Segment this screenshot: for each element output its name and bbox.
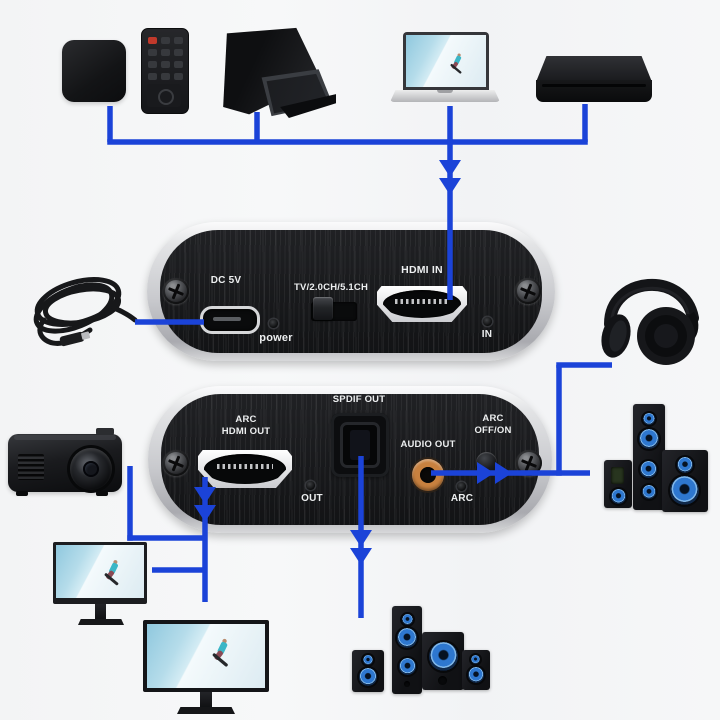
screw-icon [163,278,189,304]
out-led [306,481,315,490]
remote-key-icon [148,61,157,68]
mode-switch-label: TV/2.0CH/5.1CH [293,282,369,293]
projector-lens [70,448,112,490]
monitor-icon [53,542,149,628]
headphones-icon [601,279,699,365]
tv-screen-snow-image [147,624,265,688]
snowboarder-figure [210,637,235,668]
arc-switch-label: ARC OFF/ON [453,413,533,437]
arc-hdmi-out-label-line2: HDMI OUT [221,426,271,437]
speaker-set-bottom-icon [350,602,492,696]
speaker-tower [392,606,422,694]
extractor-front-panel: DC 5V power TV/2.0CH/5.1CH HDMI IN IN [147,222,555,361]
arc-hdmi-out-label: ARC HDMI OUT [194,414,298,438]
audio-out-jack [412,459,444,491]
speaker-set-right-icon [596,398,714,524]
laptop-screen-snow-image [406,35,486,87]
extractor-rear-panel: ARC HDMI OUT SPDIF OUT OUT AUDIO OUT ARC… [148,386,552,533]
arc-led [457,482,466,491]
hdmi-in-port [377,286,467,322]
in-led [483,317,492,326]
in-label: IN [481,329,493,340]
speaker-satellite [352,650,384,692]
screw-icon [516,450,542,476]
remote-key-icon [161,49,170,56]
speaker-bookshelf [662,450,708,512]
arc-label: ARC [450,493,474,504]
out-label: OUT [301,493,323,504]
speaker-tower [633,404,665,510]
arrow-down-icon [439,178,461,195]
arc-hdmi-out-label-line1: ARC [235,414,257,425]
speaker-satellite [462,650,490,690]
usb-c-power-port [200,306,260,334]
remote-key-icon [148,49,157,56]
speaker-satellite [604,460,632,508]
tv-box-icon [62,40,126,102]
remote-key-icon [161,37,170,44]
remote-key-icon [174,61,183,68]
audio-out-label: AUDIO OUT [400,439,456,450]
screw-icon [515,278,541,304]
usb-power-cable-icon [33,277,138,347]
power-led [269,319,278,328]
audio-mode-switch-knob [313,297,333,320]
tv-console-icon [212,26,336,118]
monitor-screen-snow-image [56,545,144,598]
power-label: power [259,332,293,344]
dc5v-label: DC 5V [210,275,242,286]
arc-switch-label-line2: OFF/ON [474,425,512,436]
laptop-icon [390,30,500,106]
remote-power-key-icon [148,37,157,44]
remote-key-icon [161,61,170,68]
remote-key-icon [148,73,157,80]
arc-switch-label-line1: ARC [482,413,504,424]
arrow-down-icon [350,548,372,565]
arrow-down-icon [439,160,461,177]
projector-icon [6,420,128,502]
hdmi-out-port [198,450,292,488]
remote-key-icon [174,73,183,80]
hdmi-in-label: HDMI IN [401,264,443,276]
subwoofer [422,632,464,690]
arc-toggle-button [476,452,497,473]
media-player-icon [536,56,652,104]
tv-icon [143,620,271,716]
spdif-out-label: SPDIF OUT [332,394,386,405]
remote-dpad-icon [147,84,181,107]
remote-key-icon [174,37,183,44]
remote-key-icon [174,49,183,56]
screw-icon [163,450,189,476]
remote-control-icon [141,28,189,114]
remote-key-icon [161,73,170,80]
snowboarder-figure [449,52,468,75]
snowboarder-figure [102,559,125,586]
